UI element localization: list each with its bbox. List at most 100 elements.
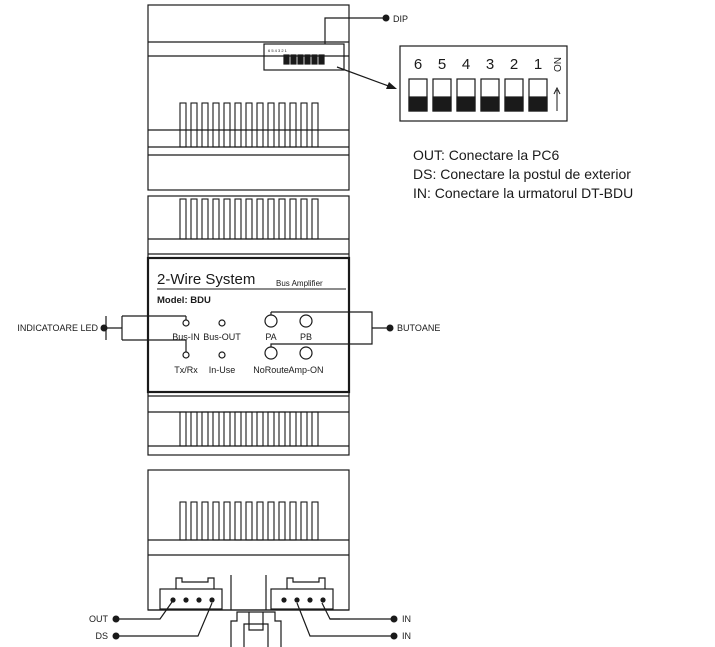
in2-leader (296, 602, 392, 637)
vent-slot (311, 501, 319, 541)
middle-upper-vent-slots (179, 198, 319, 240)
vent-slot (179, 102, 187, 148)
dip-key-actuator (408, 96, 428, 112)
vent-slot (234, 198, 242, 240)
vent-slot (212, 411, 220, 447)
middle-module-body (147, 195, 350, 456)
vent-slot (190, 501, 198, 541)
vent-slot (311, 198, 319, 240)
dip-key-actuator (528, 96, 548, 112)
button-label-noroute: NoRoute (253, 365, 289, 375)
vent-slot (223, 198, 231, 240)
vent-slot (234, 501, 242, 541)
small-dip-key (311, 54, 318, 65)
button-pb (299, 314, 313, 328)
led-label-tx-rx: Tx/Rx (174, 365, 198, 375)
vent-slot (289, 501, 297, 541)
vent-slot (201, 198, 209, 240)
legend-in: IN: Conectare la urmatorul DT-BDU (413, 185, 634, 201)
vent-slot (278, 102, 286, 148)
vent-slot (201, 102, 209, 148)
panel-model: Model: BDU (157, 295, 211, 306)
small-dip-key (283, 54, 290, 65)
in1-callout-dot (390, 615, 398, 623)
dip-number-5: 5 (438, 56, 446, 73)
vent-slot (223, 411, 231, 447)
in1-leader (321, 602, 340, 620)
vent-slot (245, 411, 253, 447)
vent-slot (234, 411, 242, 447)
button-amp-on (299, 346, 313, 360)
rail-clip (230, 611, 282, 647)
vent-slot (289, 102, 297, 148)
vent-slot (201, 411, 209, 447)
vent-slot (245, 102, 253, 148)
vent-slot (223, 501, 231, 541)
connection-legend: OUT: Conectare la PC6 DS: Conectare la p… (413, 146, 633, 203)
vent-slot (300, 102, 308, 148)
dip-zoom-arrow (336, 66, 395, 89)
vent-slot (256, 102, 264, 148)
buttons-callout-dot (386, 324, 394, 332)
vent-slot (256, 198, 264, 240)
vent-slot (190, 102, 198, 148)
middle-lower-vent-slots (179, 411, 319, 447)
in2-callout-label: IN (402, 631, 411, 641)
small-dip-keys (283, 54, 325, 65)
button-pa (264, 314, 278, 328)
vent-slot (212, 501, 220, 541)
front-panel (146, 256, 351, 394)
dip-key-actuator (504, 96, 524, 112)
vent-slot (300, 411, 308, 447)
dip-key-actuator (432, 96, 452, 112)
led-label-bus-out: Bus-OUT (203, 332, 241, 342)
dip-number-4: 4 (462, 56, 470, 73)
led-bus-in (182, 319, 190, 327)
vent-slot (190, 198, 198, 240)
vent-slot (278, 501, 286, 541)
ds-callout-label: DS (95, 631, 108, 641)
vent-slot (201, 501, 209, 541)
panel-title: 2-Wire System (157, 271, 255, 288)
vent-slot (267, 501, 275, 541)
in2-callout-dot (390, 632, 398, 640)
vent-slot (223, 102, 231, 148)
button-noroute (264, 346, 278, 360)
vent-slot (212, 198, 220, 240)
ds-callout-dot (112, 632, 120, 640)
vent-slot (311, 411, 319, 447)
buttons-callout-label: BUTOANE (397, 323, 440, 333)
top-module-body (147, 4, 350, 191)
buttons-leader (270, 311, 390, 347)
dip-number-6: 6 (414, 56, 422, 73)
vent-slot (256, 411, 264, 447)
out-callout-dot (112, 615, 120, 623)
led-in-use (218, 351, 226, 359)
led-label-bus-in: Bus-IN (172, 332, 200, 342)
led-label-in-use: In-Use (209, 365, 236, 375)
vent-slot (256, 501, 264, 541)
vent-slot (300, 198, 308, 240)
vent-slot (311, 102, 319, 148)
button-label-amp-on: Amp-ON (288, 365, 323, 375)
dip-number-1: 1 (534, 56, 542, 73)
vent-slot (300, 501, 308, 541)
bottom-vent-slots (179, 501, 319, 541)
terminal-block-right (270, 577, 334, 610)
leds-callout-label: INDICATOARE LED (17, 323, 98, 333)
dip-key-actuator (480, 96, 500, 112)
out-callout-label: OUT (89, 614, 109, 624)
dip-switch-small (263, 43, 345, 71)
small-dip-key (297, 54, 304, 65)
legend-out: OUT: Conectare la PC6 (413, 147, 560, 163)
legend-ds: DS: Conectare la postul de exterior (413, 166, 631, 182)
vent-slot (245, 198, 253, 240)
led-tx-rx (182, 351, 190, 359)
vent-slot (267, 411, 275, 447)
vent-slot (245, 501, 253, 541)
dip-leader (324, 17, 384, 44)
button-label-pb: PB (300, 332, 312, 342)
out-leader (118, 601, 173, 620)
vent-slot (267, 198, 275, 240)
